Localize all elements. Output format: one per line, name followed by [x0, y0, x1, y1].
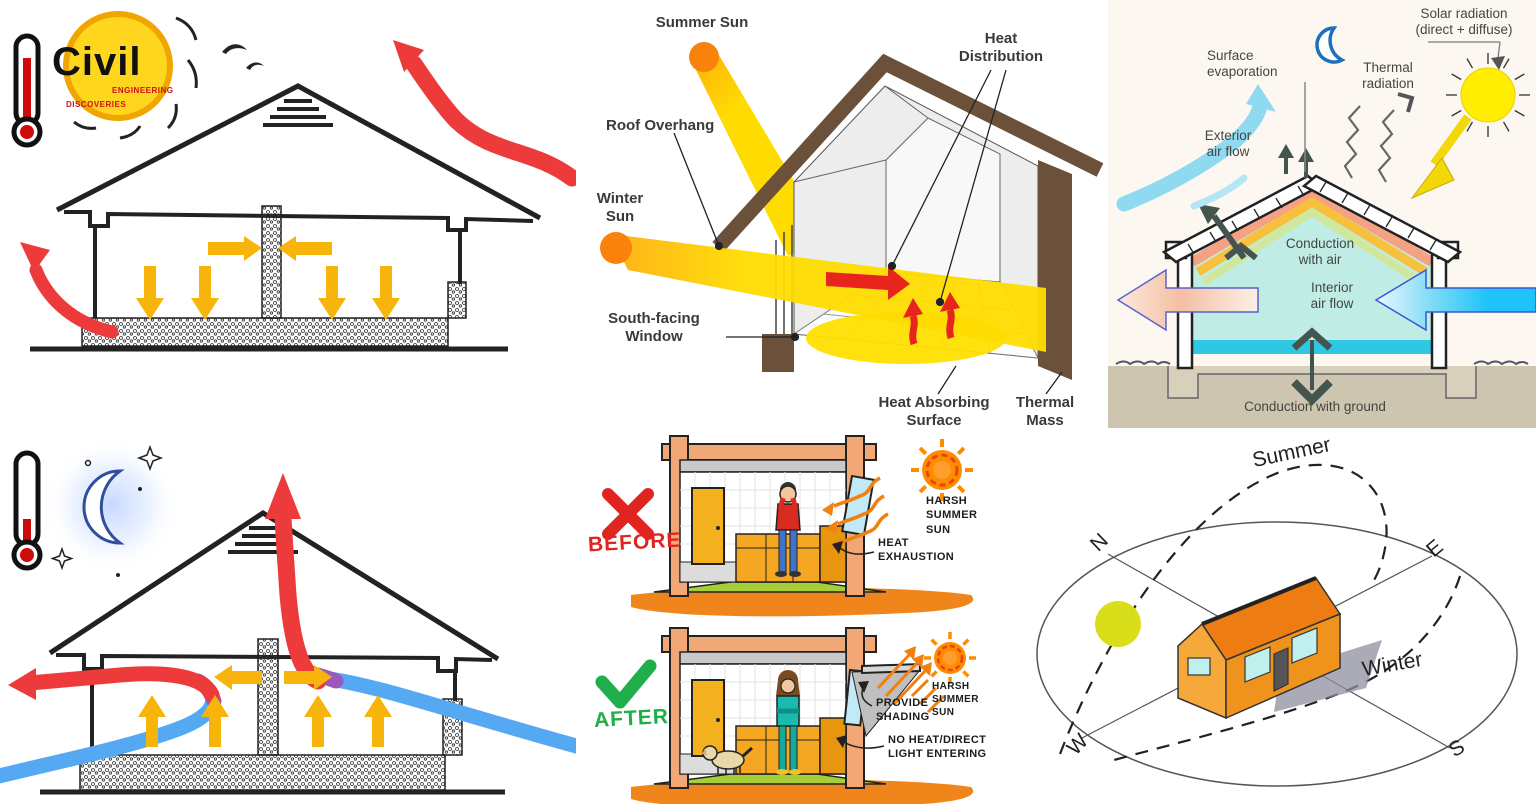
after-label: AFTER — [593, 705, 670, 732]
sun-icon — [63, 11, 198, 140]
panel-night-heat-flow — [0, 425, 576, 804]
sun-icon — [1095, 601, 1141, 647]
interior-air-flow-label: Interior air flow — [1310, 280, 1354, 312]
stored-heat-arrows — [138, 665, 392, 747]
thermal-mass-wall — [1038, 160, 1072, 380]
heat-escape-arrow — [393, 40, 576, 187]
house-sketch — [30, 83, 542, 352]
passive-solar-illustration — [600, 42, 1104, 395]
roof-overhang-label: Roof Overhang — [606, 117, 715, 134]
heat-absorbing-surface-label: Heat Absorbing Surface — [878, 394, 990, 430]
leader-lines — [673, 69, 1063, 395]
provide-shading-label: PROVIDE SHADING — [876, 697, 930, 724]
panel-day-heat-loss: Civil ENGINEERING DISCOVERIES — [0, 0, 576, 425]
window-sill — [762, 334, 794, 372]
heat-leak-arrow — [20, 242, 119, 339]
summer-sun-label: Summer Sun — [655, 14, 749, 31]
moon-icon — [1315, 26, 1346, 64]
before-person — [775, 482, 801, 577]
conduction-with-ground-label: Conduction with ground — [1244, 399, 1386, 414]
panel-before-after: BEFORE AFTER HARSH SUMMER SUN HARSH SUMM… — [576, 430, 1030, 804]
thermal-mass-label: Thermal Mass — [1015, 394, 1075, 430]
no-heat-leader — [843, 741, 885, 749]
brand-sub1: ENGINEERING — [112, 86, 174, 95]
no-heat-entering-label: NO HEAT/DIRECT LIGHT ENTERING — [888, 734, 987, 761]
exterior-air-flow-label: Exterior air flow — [1204, 128, 1252, 160]
thermometer-hot-icon — [11, 33, 43, 148]
no-heat-arrowhead — [836, 735, 847, 748]
night-heat-flow-illustration — [0, 437, 576, 795]
before-house — [631, 435, 974, 617]
heat-exhaustion-arrowhead — [832, 541, 843, 554]
heat-distribution-label: Heat Distribution — [958, 30, 1044, 66]
dark-heat-arrows — [1198, 144, 1333, 406]
brand-sub2: DISCOVERIES — [66, 100, 127, 109]
x-mark-icon — [602, 488, 654, 540]
harsh-sun-before-icon — [911, 439, 973, 501]
warm-air-out-arrow — [1116, 268, 1259, 332]
birds-icon — [222, 44, 264, 70]
thermometer-cold-icon — [11, 450, 43, 571]
conduction-with-air-label: Conduction with air — [1285, 236, 1355, 268]
foundation — [1167, 366, 1477, 399]
door — [1273, 647, 1289, 692]
grass-left — [1115, 360, 1171, 366]
check-mark-icon — [595, 659, 657, 709]
before-label: BEFORE — [587, 528, 683, 557]
sun-path-illustration — [1036, 463, 1518, 787]
panel-heat-transfer: Solar radiation (direct + diffuse) Surfa… — [1108, 0, 1536, 428]
panel-passive-solar: Summer Sun Roof Overhang Winter Sun Sout… — [576, 0, 1108, 430]
cool-air-in-arrow — [1374, 268, 1536, 332]
day-heat-loss-illustration — [11, 11, 576, 352]
south-facing-window-label: South-facing Window — [608, 310, 700, 346]
harsh-summer-sun-label-before: HARSH SUMMER SUN — [926, 495, 978, 536]
moon-icon — [44, 437, 180, 577]
provide-shading-arrowhead — [858, 681, 869, 693]
window-2 — [1291, 627, 1318, 664]
heat-transfer-illustration — [1108, 26, 1536, 428]
reflected-heat-arrows — [876, 646, 946, 714]
solar-radiation-label: Solar radiation (direct + diffuse) — [1415, 6, 1513, 38]
window-1 — [1244, 646, 1271, 683]
sun-icon — [1410, 41, 1530, 200]
house-shadow — [1274, 640, 1382, 712]
radiant-heat-arrows — [136, 236, 400, 320]
surface-evaporation-label: Surface evaporation — [1207, 48, 1278, 80]
dog — [702, 745, 753, 775]
warm-air-out-arrows — [8, 473, 344, 709]
exterior-airflow-arrow — [1116, 84, 1276, 212]
after-person — [776, 670, 801, 775]
heat-exhaustion-leader — [839, 547, 875, 555]
harsh-sun-after-icon — [924, 632, 976, 684]
harsh-summer-sun-label-after: HARSH SUMMER SUN — [932, 681, 979, 718]
horizon-ellipse — [1036, 521, 1518, 787]
thermal-radiation-label: Thermal radiation — [1362, 60, 1414, 92]
winter-sun-label: Winter Sun — [596, 190, 644, 226]
thermal-radiation-waves — [1343, 92, 1415, 183]
gable-window — [1187, 657, 1211, 676]
house-section — [1161, 174, 1463, 370]
summer-sun-path — [1058, 463, 1388, 755]
before-after-illustration — [595, 435, 976, 804]
roof — [712, 53, 1104, 253]
house-3d — [1177, 576, 1382, 720]
winter-sun-icon — [600, 232, 1046, 352]
grass-right — [1473, 360, 1529, 366]
panel-sun-path: Summer Winter N E W S — [1030, 430, 1536, 804]
heat-exhaustion-label: HEAT EXHAUSTION — [878, 537, 955, 564]
brand-logo-text: Civil — [52, 40, 142, 84]
heat-flow-arrows — [826, 266, 960, 346]
heat-in-arrows — [822, 476, 889, 552]
